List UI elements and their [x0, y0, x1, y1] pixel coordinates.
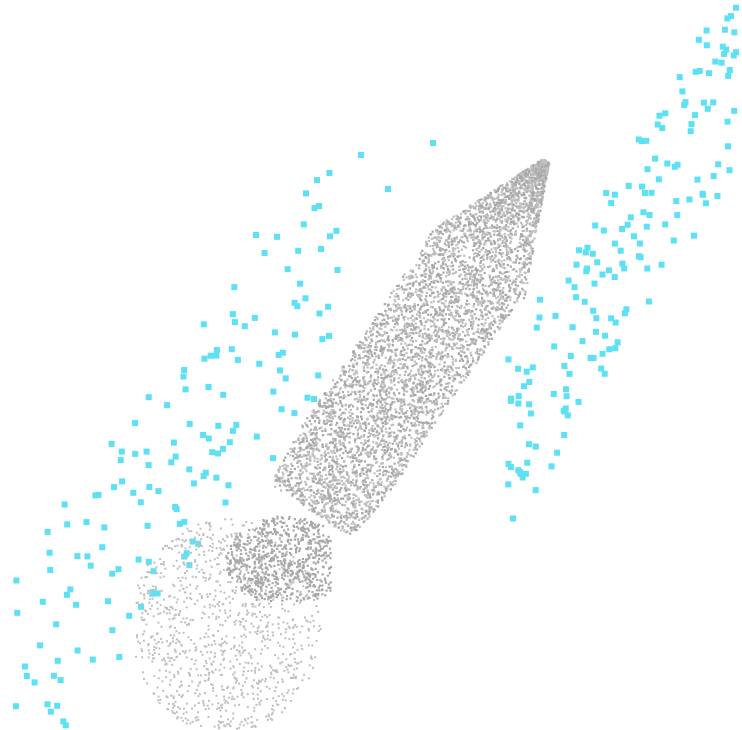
scatter-points-left: [12, 170, 341, 729]
rocket-body-points: [274, 158, 551, 535]
rocket-exhaust-flare-points: [225, 515, 333, 603]
scatter-points-right: [253, 4, 740, 522]
